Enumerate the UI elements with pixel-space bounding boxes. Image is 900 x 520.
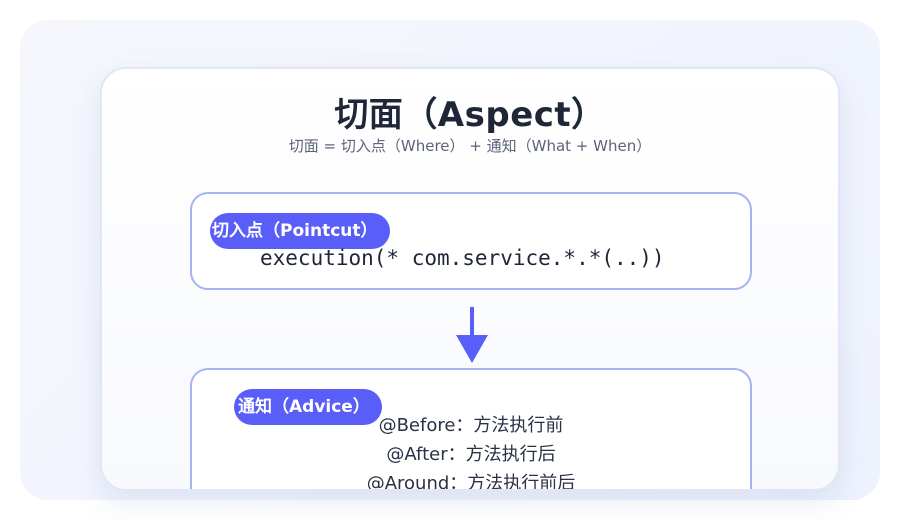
- arrow-down-icon: [456, 307, 488, 363]
- page-title: 切面（Aspect）: [334, 95, 606, 135]
- advice-list: @Before：方法执行前 @After：方法执行后 @Around：方法执行前…: [192, 411, 750, 491]
- advice-item-after: @After：方法执行后: [386, 444, 556, 465]
- aspect-card: 切面（Aspect） 切面 = 切入点（Where） + 通知（What + W…: [100, 67, 840, 491]
- pointcut-expression: execution(* com.service.*.*(..)): [260, 246, 665, 270]
- page-subtitle: 切面 = 切入点（Where） + 通知（What + When）: [288, 137, 652, 155]
- advice-badge: 通知（Advice）: [234, 389, 382, 425]
- advice-item-around: @Around：方法执行前后: [366, 473, 576, 491]
- advice-box: 通知（Advice） @Before：方法执行前 @After：方法执行后 @A…: [190, 368, 752, 491]
- pointcut-box: 切入点（Pointcut） execution(* com.service.*.…: [190, 192, 752, 290]
- background-panel: 切面（Aspect） 切面 = 切入点（Where） + 通知（What + W…: [20, 20, 880, 500]
- advice-item-before: @Before：方法执行前: [378, 415, 564, 436]
- pointcut-badge: 切入点（Pointcut）: [210, 213, 390, 249]
